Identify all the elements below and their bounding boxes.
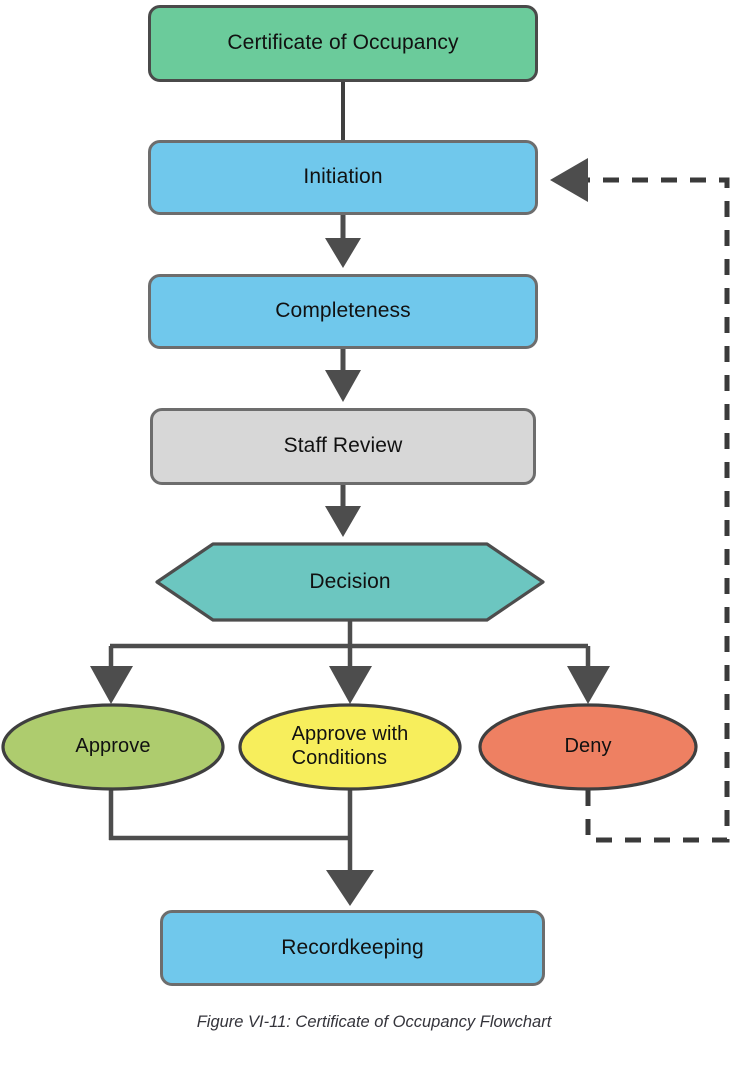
figure-caption: Figure VI-11: Certificate of Occupancy F…: [196, 1013, 552, 1031]
edge-completeness-to-staff-review: [325, 349, 361, 402]
edge-approvals-to-recordkeeping: [108, 790, 374, 906]
node-label-completeness: Completeness: [275, 299, 411, 323]
edge-staff-review-to-decision: [325, 485, 361, 537]
node-label-recordkeeping: Recordkeeping: [281, 935, 424, 959]
node-label-approve-with-conditions: Approve with Conditions: [291, 723, 409, 769]
node-approve-with-conditions[interactable]: Approve with Conditions: [237, 702, 463, 792]
edge-decision-branch-bus: [90, 620, 610, 704]
node-label-approve: Approve: [75, 735, 151, 758]
deny-ellipse-shape: [478, 703, 698, 791]
node-label-initiation: Initiation: [303, 165, 383, 189]
node-approve[interactable]: Approve: [0, 702, 226, 792]
node-initiation[interactable]: Initiation: [148, 140, 538, 215]
node-label-certificate-of-occupancy: Certificate of Occupancy: [227, 31, 459, 55]
node-recordkeeping[interactable]: Recordkeeping: [160, 910, 545, 986]
node-label-deny: Deny: [564, 735, 612, 758]
node-completeness[interactable]: Completeness: [148, 274, 538, 349]
edge-deny-to-initiation-dashed: [550, 158, 730, 843]
approve-with-conditions-ellipse-shape: [238, 703, 462, 791]
node-decision[interactable]: Decision: [155, 542, 545, 622]
node-certificate-of-occupancy[interactable]: Certificate of Occupancy: [148, 5, 538, 82]
edge-initiation-to-completeness: [325, 215, 361, 268]
node-label-staff-review: Staff Review: [283, 434, 403, 458]
node-staff-review[interactable]: Staff Review: [150, 408, 536, 485]
approve-ellipse-shape: [1, 703, 225, 791]
node-label-decision: Decision: [309, 569, 391, 593]
node-deny[interactable]: Deny: [477, 702, 699, 792]
decision-hexagon-shape: [155, 542, 545, 622]
